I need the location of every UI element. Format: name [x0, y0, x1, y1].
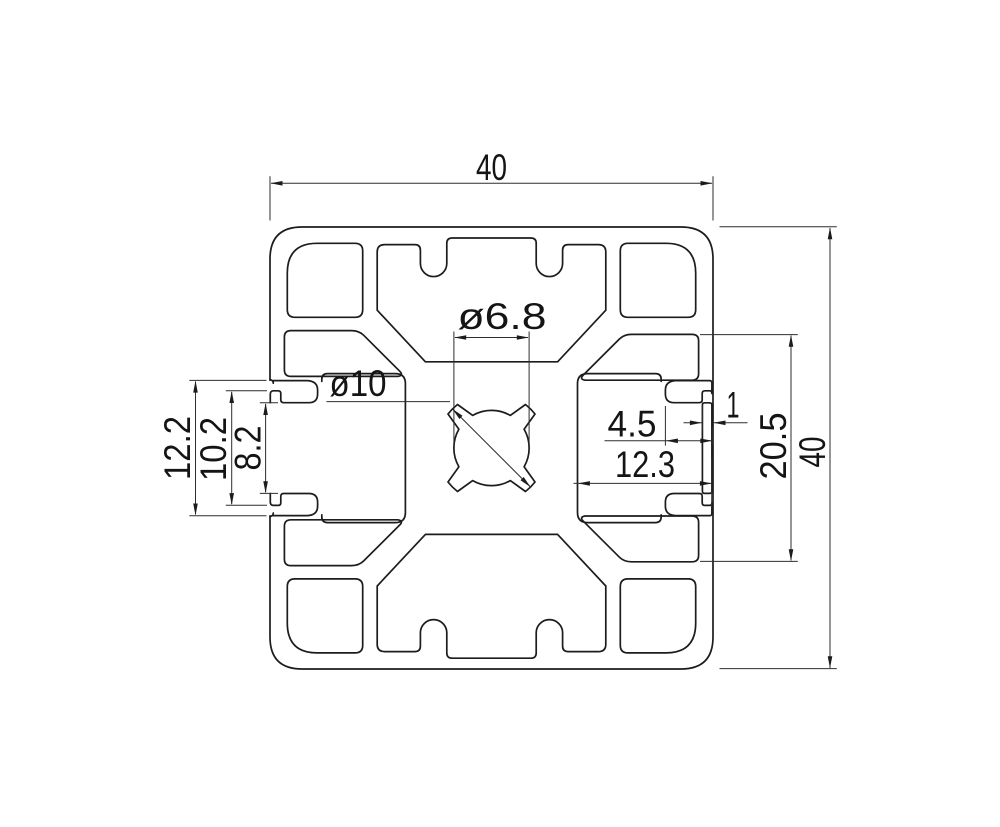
- arrowhead: [229, 391, 234, 403]
- dimension-right-height: 40: [719, 226, 837, 670]
- dimension-groove-depth: 4.5: [604, 404, 714, 446]
- arrowhead: [577, 481, 590, 486]
- dim-label-center-bore: ø10: [330, 363, 387, 404]
- top-cavity: [376, 237, 607, 363]
- arrowhead: [665, 438, 678, 444]
- dim-label-inner-span: 20.5: [753, 413, 794, 480]
- right-slot-upper-void: [664, 379, 713, 404]
- corner-pocket-bottom-right: [619, 578, 697, 654]
- dim-label-slot-depth: 12.3: [615, 444, 675, 485]
- corner-pocket-bottom-left: [286, 578, 364, 654]
- left-slot-upper-lip: [269, 378, 319, 404]
- right-upper-band-cavity: [580, 333, 700, 382]
- arrowhead: [700, 438, 713, 444]
- arrowhead: [788, 334, 794, 347]
- dimension-slot-depth: 12.3: [573, 444, 713, 507]
- arrowhead: [827, 656, 833, 669]
- arrowhead: [270, 181, 283, 186]
- right-lower-band-cavity: [580, 515, 700, 563]
- dimension-slot-inner-width: 12.2: [157, 379, 267, 517]
- arrowhead: [689, 420, 702, 426]
- center-bore-hole: [447, 403, 536, 493]
- arrowhead: [516, 335, 529, 340]
- dimension-wall-thickness: 1: [683, 385, 748, 431]
- arrowhead: [520, 477, 531, 488]
- dim-label-top-width: 40: [476, 147, 507, 188]
- arrowhead: [193, 503, 198, 516]
- arrowhead: [193, 380, 198, 393]
- arrowhead: [263, 403, 268, 415]
- dim-label-core-hole: ø6.8: [458, 296, 547, 337]
- arrowhead: [827, 227, 833, 240]
- dimension-core-hole: ø6.8: [453, 296, 547, 446]
- left-upper-band-cavity: [283, 329, 403, 378]
- arrowhead: [699, 481, 712, 486]
- right-slot-cavity: [576, 372, 663, 524]
- dim-label-slot-mid-width: 10.2: [193, 417, 234, 481]
- dimension-slot-mid-width: 10.2: [193, 390, 267, 506]
- arrowhead: [700, 181, 713, 186]
- dim-label-wall-thickness: 1: [727, 385, 740, 426]
- profile-outer-boundary: [269, 226, 714, 670]
- corner-pocket-top-left: [286, 242, 364, 319]
- left-slot-cavity: [320, 372, 407, 524]
- arrowhead: [229, 493, 234, 506]
- dimension-inner-span: 20.5: [700, 334, 798, 562]
- dim-label-slot-opening: 8.2: [228, 426, 269, 471]
- dimension-center-bore: ø10: [326, 363, 531, 488]
- right-breakout-channel: [701, 401, 713, 495]
- arrowhead: [713, 420, 726, 426]
- left-lower-band-cavity: [283, 518, 403, 567]
- arrowhead: [788, 549, 794, 562]
- bottom-cavity: [376, 533, 607, 660]
- arrowhead: [452, 408, 463, 419]
- dimension-slot-opening: 8.2: [228, 402, 278, 494]
- dim-label-slot-inner-width: 12.2: [157, 416, 198, 480]
- left-slot-lower-lip: [269, 492, 319, 518]
- dimension-top-width: 40: [269, 147, 714, 221]
- dim-label-right-height: 40: [792, 437, 833, 468]
- arrowhead: [454, 335, 467, 340]
- corner-pocket-top-right: [619, 242, 697, 319]
- arrowhead: [263, 481, 268, 494]
- right-slot-lower-void: [664, 492, 713, 517]
- dim-label-groove-depth: 4.5: [608, 404, 657, 445]
